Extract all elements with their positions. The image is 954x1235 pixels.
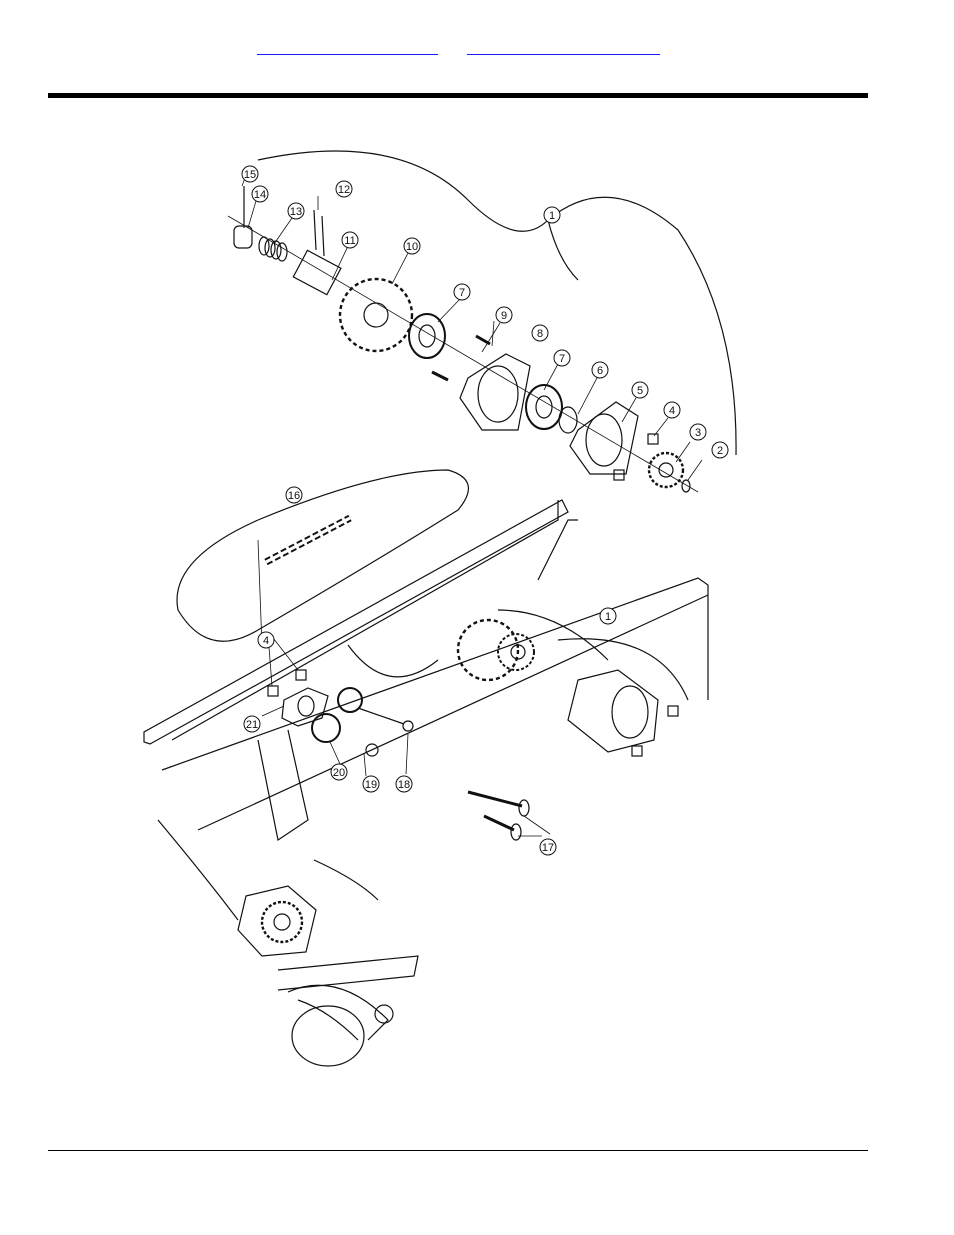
callout-1: 1 [549, 210, 555, 222]
callout-19: 19 [365, 779, 377, 791]
parts-diagram: 1 2 3 4 5 6 7 8 9 7 10 11 12 13 14 15 16… [138, 140, 748, 1076]
callout-17: 17 [542, 842, 554, 854]
sprocket-upper [340, 279, 412, 351]
callout-11: 11 [344, 235, 355, 247]
snap-ring [559, 407, 577, 433]
spring-part [259, 237, 287, 261]
callout-5: 5 [637, 385, 643, 397]
hinge-pin-lower [484, 816, 514, 830]
callout-4b: 4 [263, 635, 269, 647]
footer-rule [48, 1150, 868, 1151]
callout-labels: 1 2 3 4 5 6 7 8 9 7 10 11 12 13 14 15 16… [244, 169, 723, 854]
main-frame [144, 500, 568, 744]
flange-8 [460, 354, 530, 430]
callout-circles [242, 166, 728, 855]
header-rule [48, 93, 868, 98]
idler-roller [312, 714, 340, 742]
callout-7b: 7 [459, 287, 465, 299]
shaft-part [293, 250, 341, 294]
callout-9: 9 [501, 310, 507, 322]
callout-15: 15 [244, 169, 256, 181]
header-link-1[interactable] [257, 38, 438, 55]
callout-14: 14 [254, 189, 266, 201]
sprocket-mid [458, 620, 518, 680]
callout-7: 7 [559, 353, 565, 365]
collar-part [234, 226, 252, 248]
hinge-pin-upper [468, 792, 522, 806]
bearing-housing-lower [238, 886, 316, 956]
header-link-2[interactable] [467, 38, 660, 55]
callout-13: 13 [290, 206, 302, 218]
callout-1b: 1 [605, 611, 611, 623]
roller-chain [266, 518, 350, 562]
callout-20: 20 [333, 767, 345, 779]
callout-18: 18 [398, 779, 410, 791]
callout-12: 12 [338, 184, 350, 196]
bearing-lower [526, 385, 562, 429]
locking-collar [649, 453, 683, 487]
callout-3: 3 [695, 427, 701, 439]
callout-8: 8 [537, 328, 543, 340]
callout-4: 4 [669, 405, 675, 417]
callout-leader-1 [548, 220, 578, 280]
callout-2: 2 [717, 445, 723, 457]
bearing-housing-right [568, 670, 658, 752]
chain-breakout-outline [177, 470, 468, 641]
callout-16: 16 [288, 490, 300, 502]
callout-10: 10 [406, 241, 418, 253]
idler-flange [282, 688, 328, 726]
callout-21: 21 [246, 719, 258, 731]
callout-6: 6 [597, 365, 603, 377]
